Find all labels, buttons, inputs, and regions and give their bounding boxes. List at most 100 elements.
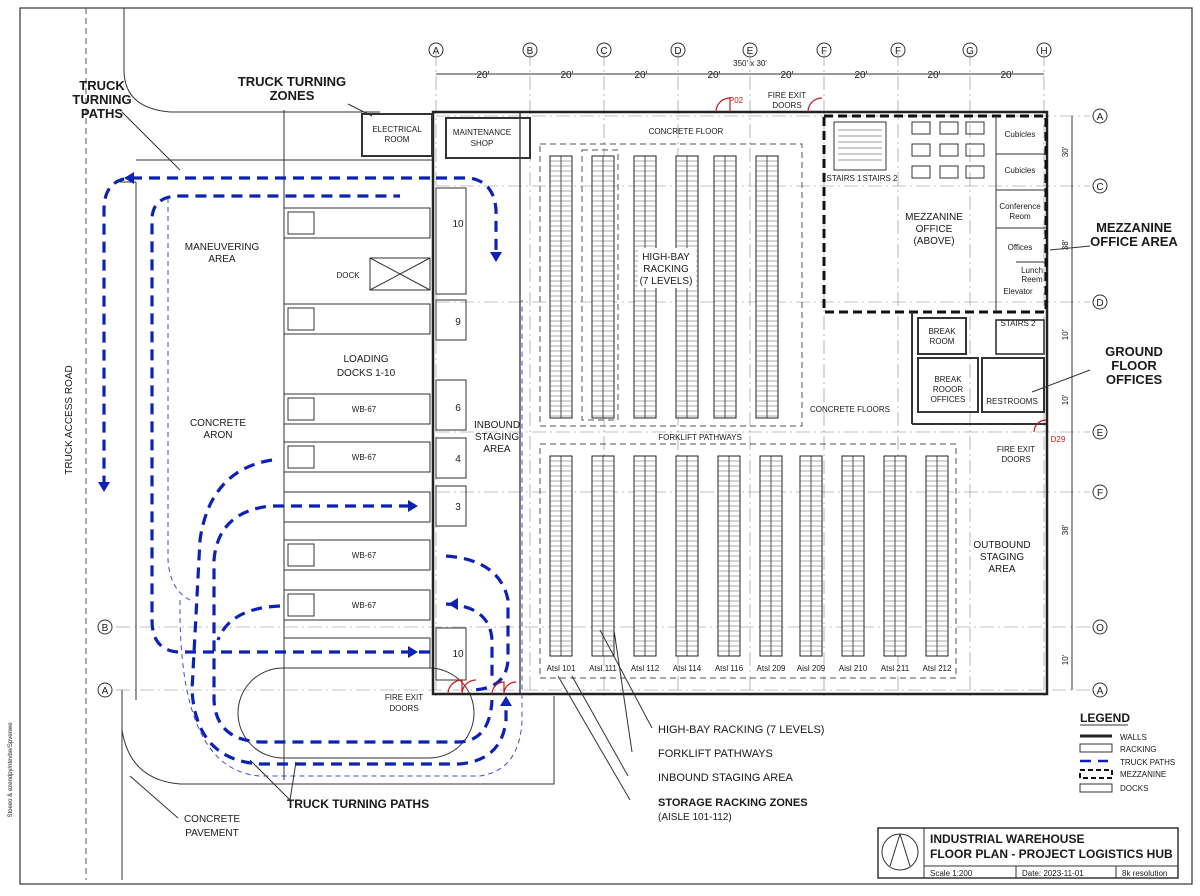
break-room-2: ROOM <box>930 337 955 346</box>
aisle-label-3: Atsl 112 <box>631 664 660 673</box>
truck-turning-paths-bottom: TRUCK TURNING PATHS <box>287 797 429 811</box>
fire-exit-top-1: FIRE EXIT <box>768 91 806 100</box>
outbound-staging-1: OUTBOUND <box>973 540 1030 551</box>
mezzanine-office-1: MEZZANINE <box>905 212 963 223</box>
row-bubble-r6: O <box>1096 623 1104 634</box>
dim-1: 20' <box>476 70 489 81</box>
dock-number-5: 3 <box>455 502 461 513</box>
callout-inbound: INBOUND STAGING AREA <box>658 772 794 784</box>
high-bay-2: RACKING <box>643 264 689 275</box>
top-dimensions: 350' x 30' 20' 20' 20' 20' 20' 20' 20' 2… <box>436 59 1044 81</box>
dim-2: 20' <box>560 70 573 81</box>
door-tag-top: P02 <box>729 96 744 105</box>
grid-column-bubbles: A B C D E F F G H <box>428 42 1052 58</box>
callouts: HIGH-BAY RACKING (7 LEVELS) FORKLIFT PAT… <box>557 629 824 823</box>
row-bubble-r3: D <box>1096 298 1103 309</box>
truck-label-4: WB-67 <box>352 601 377 610</box>
title-resolution: 8k resolution <box>1122 869 1167 878</box>
col-bubble-1: A <box>433 46 440 57</box>
title-line-1: INDUSTRIAL WAREHOUSE <box>930 832 1084 846</box>
legend-title: LEGEND <box>1080 711 1130 725</box>
dock-number-6: 10 <box>452 649 464 660</box>
mezzanine-office-3: (ABOVE) <box>913 236 954 247</box>
truck-label-1: WB-67 <box>352 405 377 414</box>
legend: LEGEND WALLS RACKING TRUCK PATHS MEZZANI… <box>1079 711 1175 793</box>
inbound-staging-1: INBOUND <box>474 420 520 431</box>
col-bubble-7: F <box>895 46 901 57</box>
concrete-pavement-1: CONCRETE <box>184 814 240 825</box>
row-bubble-r7: A <box>1097 686 1104 697</box>
maintenance-shop <box>445 117 531 159</box>
title-scale: Scale 1:200 <box>930 869 973 878</box>
legend-racking: RACKING <box>1120 745 1156 754</box>
row-bubble-r4: E <box>1097 428 1104 439</box>
truck-turning-paths-top-3: PATHS <box>81 106 123 121</box>
title-line-2: FLOOR PLAN - PROJECT LOGISTICS HUB <box>930 847 1173 861</box>
concrete-floor-label: CONCRETE FLOOR <box>649 127 724 136</box>
truck-paths[interactable] <box>98 172 523 777</box>
rdim-2: 38' <box>1061 239 1070 250</box>
cubicles-2: Cubicles <box>1005 166 1036 175</box>
sheet-border <box>19 7 1193 885</box>
break-room <box>917 317 967 355</box>
dock-bays: 10 9 6 4 3 10 <box>435 187 467 681</box>
col-bubble-5: E <box>747 46 754 57</box>
col-bubble-4: D <box>674 46 681 57</box>
outbound-staging-3: AREA <box>988 564 1016 575</box>
outbound-staging-2: STAGING <box>980 552 1024 563</box>
dock-number-3: 6 <box>455 403 461 414</box>
fire-exit-top-2: DOORS <box>772 101 801 110</box>
electrical-room <box>361 113 433 157</box>
rdim-6: 10' <box>1061 654 1070 665</box>
col-bubble-9: H <box>1040 46 1047 57</box>
door-tag-right: D29 <box>1051 435 1066 444</box>
north-arrow-icon <box>881 833 919 871</box>
legend-mezzanine: MEZZANINE <box>1120 770 1166 779</box>
fire-exit-bottom-1: FIRE EXIT <box>385 693 423 702</box>
forklift-pathways-label: FORKLIFT PATHWAYS <box>658 433 742 442</box>
mezzanine-office-area-1: MEZZANINE <box>1096 220 1172 235</box>
loading-docks-1: LOADING <box>343 354 388 365</box>
inbound-staging-2: STAGING <box>475 432 519 443</box>
loading-docks-2: DOCKS 1-10 <box>337 368 396 379</box>
dim-7: 20' <box>927 70 940 81</box>
high-bay-3: (7 LEVELS) <box>640 276 693 287</box>
mezzanine-desks <box>911 121 985 179</box>
aisle-label-10: Atsl 212 <box>923 664 952 673</box>
aisle-label-7: Aisl 209 <box>797 664 826 673</box>
building-outer-wall <box>431 110 1049 696</box>
callout-storage-aisles: (AISLE 101-112) <box>658 812 732 823</box>
truck-turning-paths-top-1: TRUCK <box>79 78 125 93</box>
truck-label-3: WB-67 <box>352 551 377 560</box>
mezzanine-office-area-2: OFFICE AREA <box>1090 234 1178 249</box>
truck-turning-zones-2: ZONES <box>270 88 315 103</box>
legend-truck-paths: TRUCK PATHS <box>1120 758 1175 767</box>
ground-floor-offices-1: GROUND <box>1105 344 1163 359</box>
stairs2-label: STAIRS 2 <box>863 174 899 183</box>
stairs-1 <box>833 121 887 171</box>
aisle-label-5: Atsl 116 <box>715 664 744 673</box>
dock-number-4: 4 <box>455 454 461 465</box>
ground-floor-offices-3: OFFICES <box>1106 372 1163 387</box>
maintenance-shop-label-2: SHOP <box>471 139 494 148</box>
col-bubble-6: F <box>821 46 827 57</box>
callout-high-bay: HIGH-BAY RACKING (7 LEVELS) <box>658 724 824 736</box>
trucks: WB-67 WB-67 WB-67 WB-67 <box>283 207 431 669</box>
conference-2: Reom <box>1009 212 1031 221</box>
rdim-4: 10' <box>1061 394 1070 405</box>
restrooms <box>981 357 1045 413</box>
dim-6: 20' <box>854 70 867 81</box>
truck-turning-paths-top-2: TURNING <box>72 92 131 107</box>
truck-label-2: WB-67 <box>352 453 377 462</box>
maneuvering-area-2: AREA <box>208 254 236 265</box>
dim-8: 20' <box>1000 70 1013 81</box>
cubicles-1: Cubicles <box>1005 130 1036 139</box>
col-bubble-8: G <box>966 46 974 57</box>
lunch-1: Lunch <box>1021 266 1043 275</box>
break-rooor-2: ROOOR <box>933 385 963 394</box>
dock-number-1: 10 <box>452 219 464 230</box>
break-room-1: BREAK <box>928 327 956 336</box>
aisle-label-8: Aisl 210 <box>839 664 868 673</box>
